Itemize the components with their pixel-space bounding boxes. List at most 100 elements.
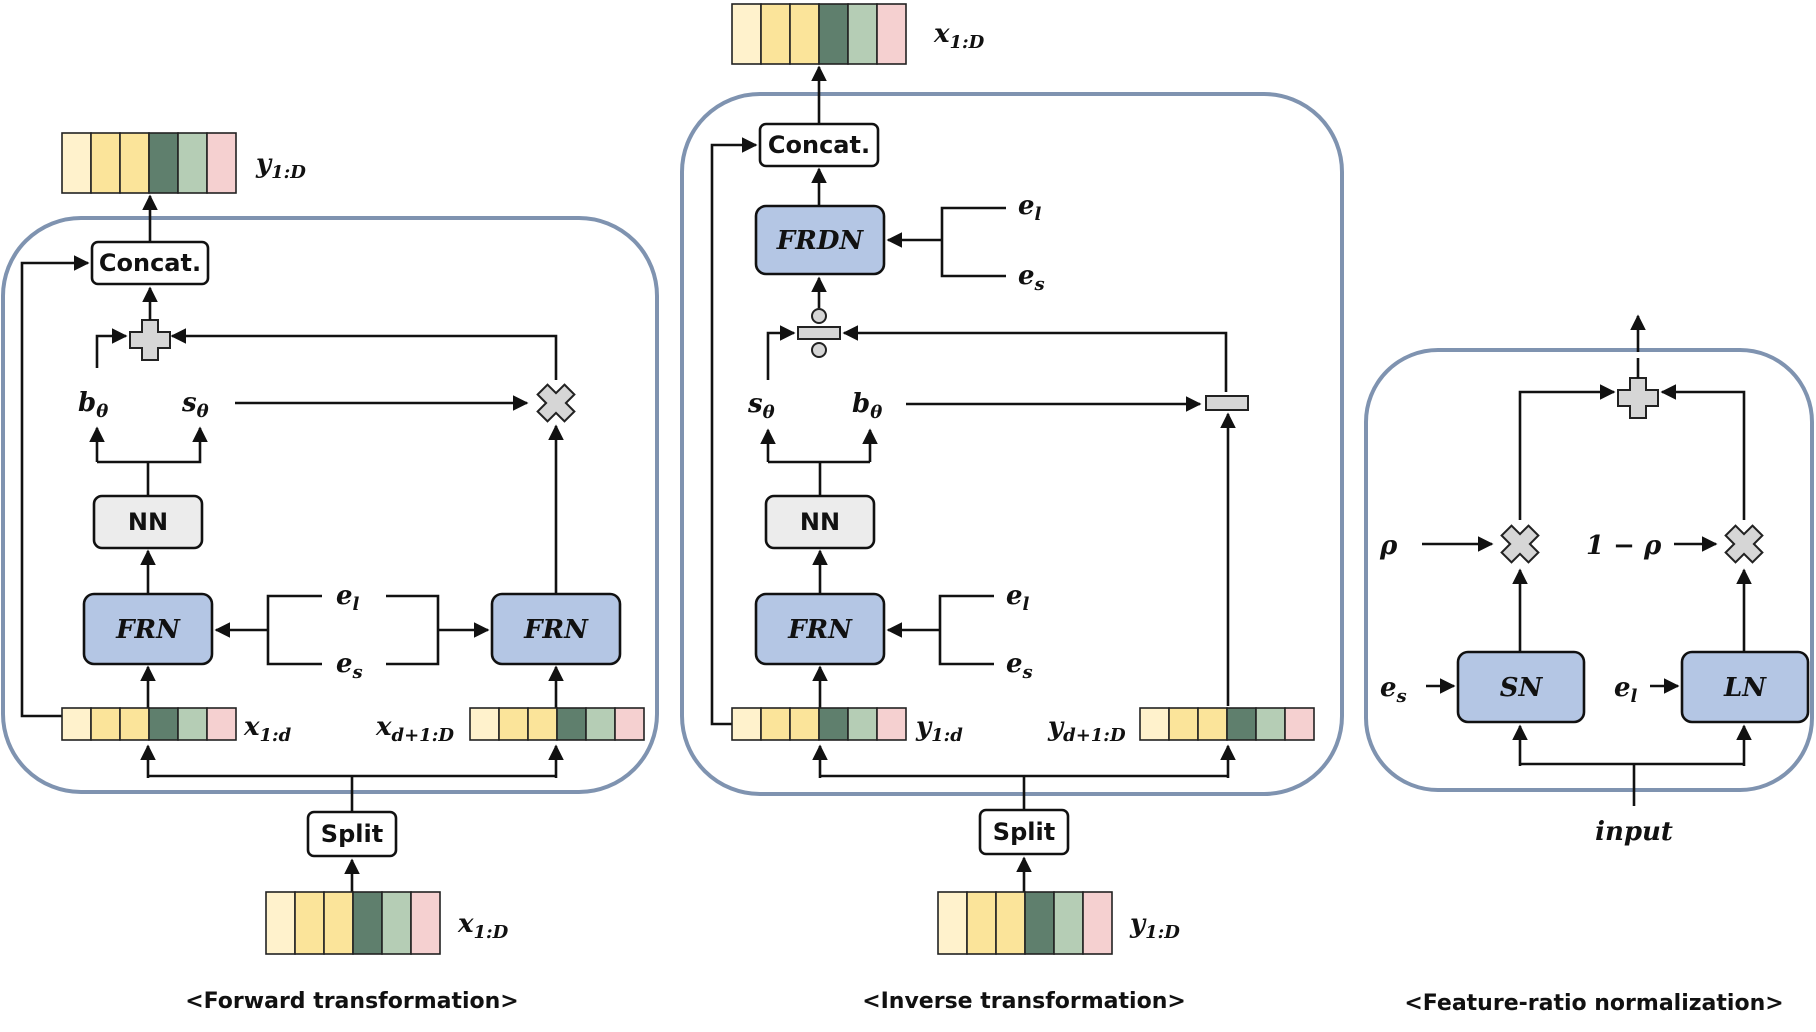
forward-xd1D-vector [469, 707, 645, 741]
forward-b-theta: bθ [78, 388, 108, 422]
inverse-split-label: Split [993, 818, 1055, 846]
inverse-b-theta: bθ [852, 389, 882, 423]
forward-frn-left-box [82, 592, 214, 666]
inverse-split-box [978, 808, 1070, 856]
vector-cell [206, 132, 237, 194]
inverse-el2-label: el [1006, 581, 1030, 615]
frnorm-es-label: es [1380, 673, 1407, 707]
vector-cell [1082, 891, 1113, 955]
vector-cell [789, 3, 820, 65]
vector-cell [148, 132, 179, 194]
vector-cell [148, 707, 179, 741]
inverse-minus-operator-icon [1205, 395, 1249, 411]
forward-x1d-vector [61, 707, 237, 741]
forward-split-label: Split [321, 820, 383, 848]
forward-plus-operator-icon [129, 319, 171, 361]
inverse-es2-label: es [1006, 649, 1033, 683]
vector-cell [1284, 707, 1315, 741]
vector-cell [818, 707, 849, 741]
vector-cell [585, 707, 616, 741]
frnorm-input-label: input [1595, 817, 1673, 847]
frnorm-multiply-right-icon [1724, 524, 1764, 564]
frnorm-sn-box [1456, 650, 1586, 724]
forward-split-box [306, 810, 398, 858]
vector-cell [469, 707, 500, 741]
vector-cell [789, 707, 820, 741]
forward-nn-label: NN [128, 508, 168, 536]
feature-ratio-normalization-panel: ρ 1 − ρ SN LN es el input <Feature-ratio… [1364, 314, 1814, 1016]
forward-frn-left-label: FRN [115, 615, 181, 645]
forward-concat-label: Concat. [99, 249, 201, 277]
forward-output-label: y1:D [255, 149, 306, 183]
forward-x1d-label: x1:d [243, 712, 292, 746]
inverse-frdn-label: FRDN [776, 226, 865, 256]
forward-es-label: es [336, 649, 363, 683]
frnorm-el-label: el [1614, 673, 1638, 707]
inverse-concat-label: Concat. [768, 131, 870, 159]
forward-s-theta: sθ [181, 388, 209, 422]
forward-output-vector [61, 132, 237, 194]
frnorm-panel-border [1364, 348, 1814, 792]
vector-cell [323, 891, 354, 955]
vector-cell [61, 132, 92, 194]
vector-cell [352, 891, 383, 955]
forward-frn-right-box [490, 592, 622, 666]
inverse-s-theta: sθ [747, 389, 775, 423]
frnorm-plus-operator-icon [1617, 377, 1659, 419]
vector-cell [410, 891, 441, 955]
vector-cell [177, 132, 208, 194]
vector-cell [206, 707, 237, 741]
forward-xd1D-label: xd+1:D [375, 712, 454, 746]
frnorm-rho: ρ [1379, 531, 1398, 561]
inverse-frdn-box [754, 204, 886, 276]
vector-cell [1197, 707, 1228, 741]
vector-cell [556, 707, 587, 741]
inverse-caption: <Inverse transformation> [862, 989, 1186, 1014]
forward-transformation-panel: y1:D Concat. bθ sθ NN [1, 132, 659, 1014]
frnorm-sn-label: SN [1500, 673, 1544, 703]
inverse-yd1D-vector [1139, 707, 1315, 741]
vector-cell [90, 132, 121, 194]
frnorm-one-minus-rho: 1 − ρ [1586, 531, 1662, 561]
forward-input-label: x1:D [457, 909, 509, 943]
forward-frn-right-label: FRN [523, 615, 589, 645]
vector-cell [381, 891, 412, 955]
vector-cell [847, 3, 878, 65]
inverse-yd1D-label: yd+1:D [1047, 712, 1126, 746]
vector-cell [847, 707, 878, 741]
forward-nn-box [92, 494, 204, 550]
forward-el-label: el [336, 581, 360, 615]
vector-cell [294, 891, 325, 955]
vector-cell [876, 707, 907, 741]
vector-cell [966, 891, 997, 955]
frnorm-caption: <Feature-ratio normalization> [1404, 991, 1783, 1016]
vector-cell [1053, 891, 1084, 955]
vector-cell [1139, 707, 1170, 741]
vector-cell [760, 707, 791, 741]
vector-cell [1024, 891, 1055, 955]
inverse-input-vector [937, 891, 1113, 955]
vector-cell [731, 707, 762, 741]
inverse-divide-operator-icon [797, 308, 841, 358]
forward-input-vector [265, 891, 441, 955]
inverse-nn-box [764, 494, 876, 550]
vector-cell [937, 891, 968, 955]
vector-cell [61, 707, 92, 741]
frnorm-ln-label: LN [1723, 673, 1767, 703]
vector-cell [1226, 707, 1257, 741]
vector-cell [90, 707, 121, 741]
inverse-output-vector [731, 3, 907, 65]
inverse-frn-box [754, 592, 886, 666]
vector-cell [1168, 707, 1199, 741]
forward-caption: <Forward transformation> [185, 989, 519, 1014]
frnorm-ln-box [1680, 650, 1810, 724]
inverse-input-label: y1:D [1129, 909, 1180, 943]
vector-cell [760, 3, 791, 65]
inverse-nn-label: NN [800, 508, 840, 536]
inverse-frn-label: FRN [787, 615, 853, 645]
inverse-y1d-vector [731, 707, 907, 741]
inverse-el-label: el [1018, 191, 1042, 225]
vector-cell [265, 891, 296, 955]
forward-panel-border [1, 216, 659, 794]
